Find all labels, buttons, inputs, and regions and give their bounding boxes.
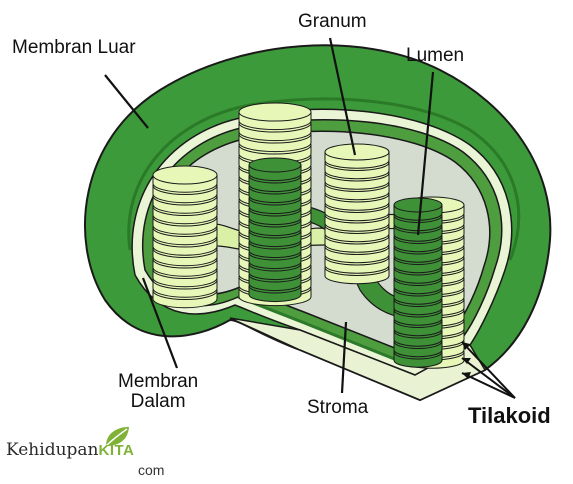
label-membran-dalam: Membran Dalam (118, 372, 198, 412)
label-tilakoid: Tilakoid (468, 404, 551, 427)
granum-right-back (325, 144, 389, 284)
label-stroma: Stroma (307, 398, 368, 418)
label-lumen: Lumen (406, 46, 464, 66)
thylakoid-disc-top (239, 103, 311, 121)
thylakoid-disc-top (394, 198, 442, 212)
thylakoid-disc-top (249, 158, 301, 172)
thylakoid-disc-top (325, 144, 389, 160)
logo-name-part1: Kehidupan (6, 440, 99, 460)
logo-name: KehidupanKITA (6, 440, 134, 460)
granum-center-cut (249, 158, 301, 302)
logo-name-part2: KITA (99, 442, 135, 459)
label-granum: Granum (298, 12, 367, 32)
logo-suffix: com (138, 462, 164, 478)
granum-left (153, 166, 217, 308)
kehidupankita-logo: KehidupanKITA com (6, 424, 206, 484)
thylakoid-disc-top (153, 166, 217, 184)
label-membran-luar: Membran Luar (12, 38, 136, 58)
